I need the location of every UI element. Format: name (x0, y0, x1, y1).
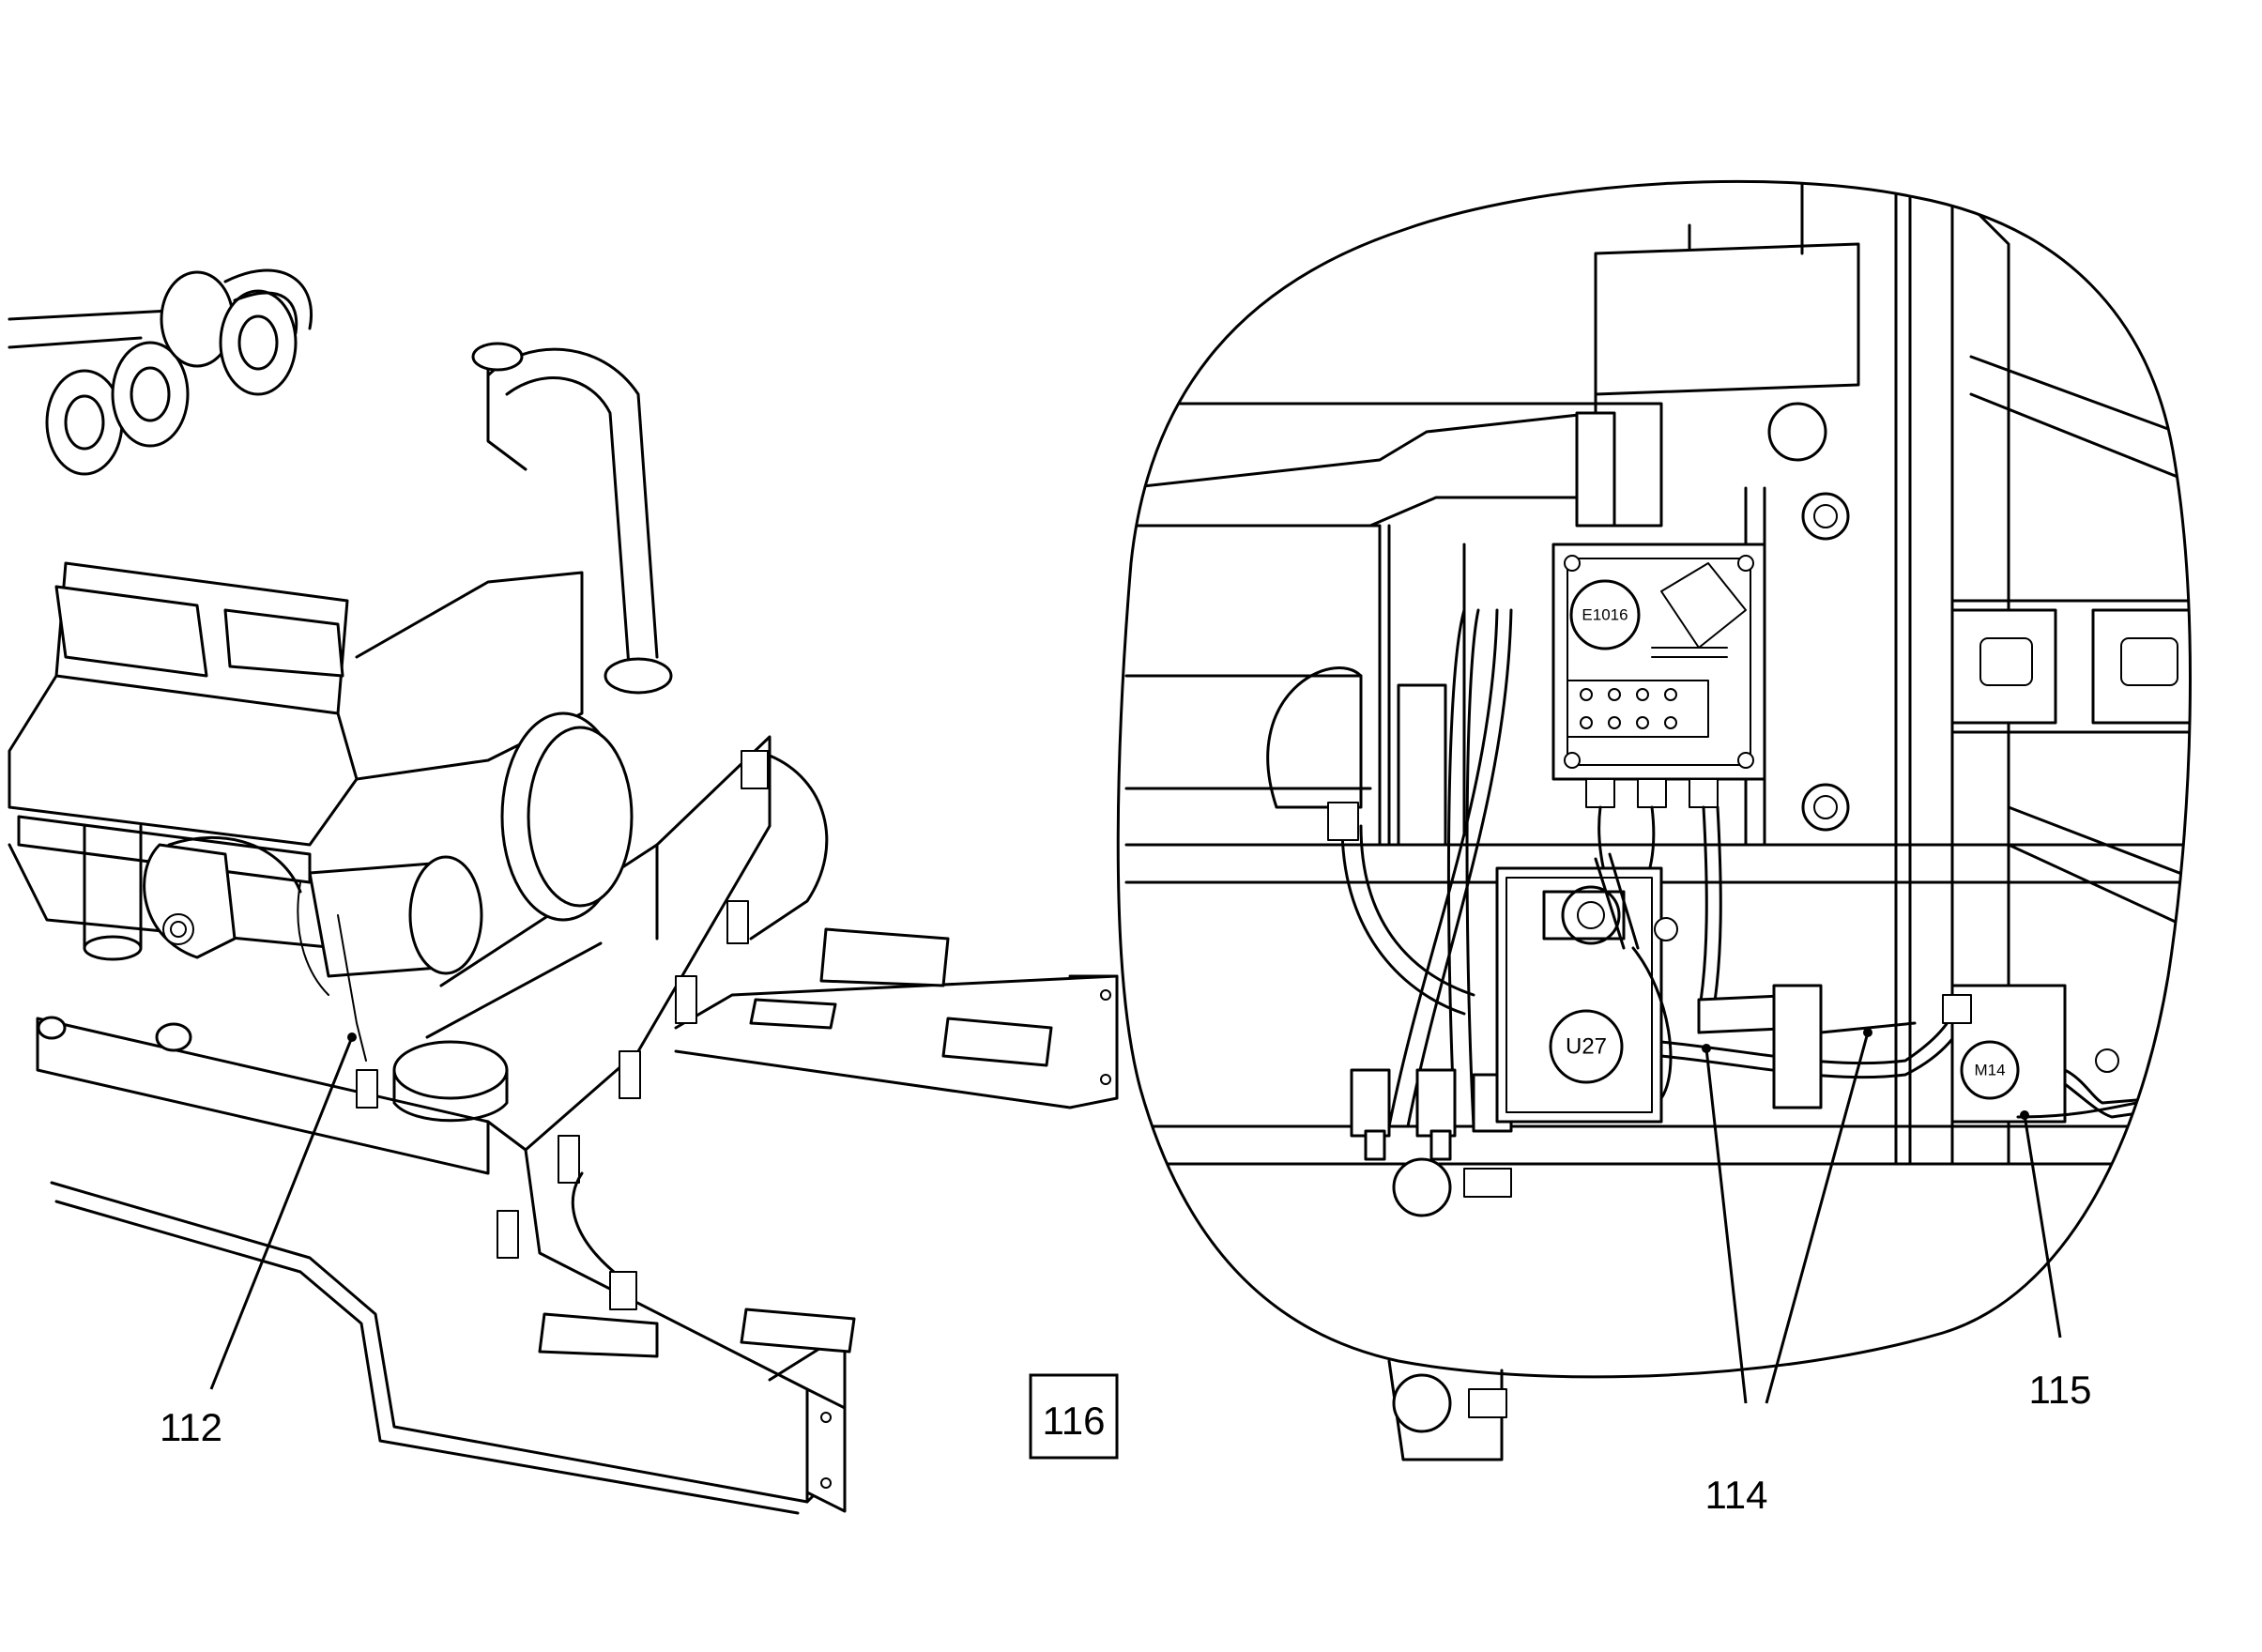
callout-115: 115 (2020, 1110, 2091, 1412)
detail-view: E1016 U27 (1116, 179, 2192, 1517)
figure-number-box: 116 (1029, 1373, 1119, 1460)
callout-112: 112 (160, 1032, 357, 1449)
chassis-frame (36, 735, 1119, 1515)
m14-tag: M14 (1974, 1062, 2005, 1079)
engine-chassis-view: 112 (8, 268, 1119, 1515)
callout-112-label: 112 (160, 1405, 222, 1449)
callout-114-label: 114 (1705, 1473, 1768, 1517)
callout-114: 114 (1702, 1028, 1872, 1517)
u27-tag: U27 (1566, 1034, 1607, 1060)
engine-block (8, 268, 673, 1123)
figure-number-label: 116 (1043, 1399, 1106, 1443)
e1016-tag: E1016 (1582, 606, 1628, 624)
detail-contents: E1016 U27 (1118, 181, 2191, 1217)
callout-115-label: 115 (2029, 1368, 2092, 1412)
